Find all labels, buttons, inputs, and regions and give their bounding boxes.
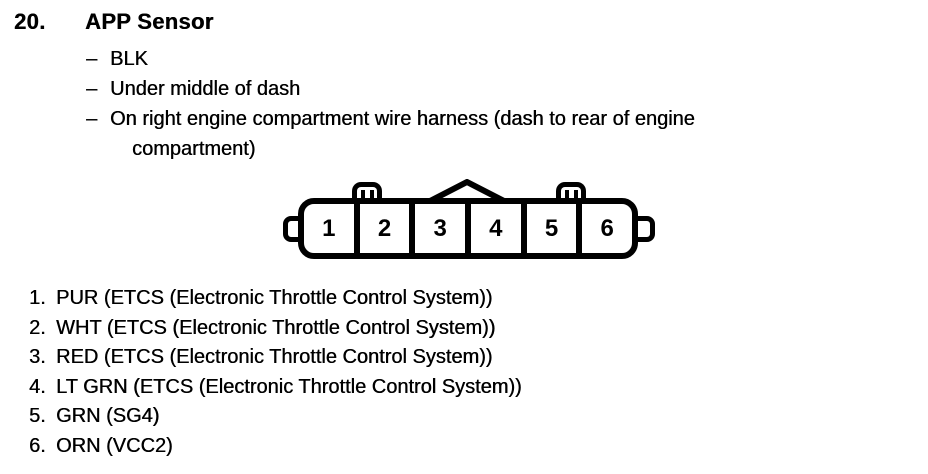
pin-list-number: 1.	[29, 287, 46, 309]
dash-bullet: –	[86, 48, 98, 70]
pin-number: 6	[600, 214, 614, 242]
page-title: APP Sensor	[85, 9, 214, 34]
pin-list: 1. PUR (ETCS (Electronic Throttle Contro…	[29, 284, 522, 461]
pin-list-number: 2.	[29, 316, 46, 339]
pin-list-desc: GRN (SG4)	[56, 405, 160, 427]
connector-diagram: 1 2 3 4 5 6	[0, 175, 928, 275]
pin-list-row: 3. RED (ETCS (Electronic Throttle Contro…	[29, 343, 522, 373]
detail-text: On right engine compartment wire harness…	[110, 108, 695, 160]
pin-list-row: 4. LT GRN (ETCS (Electronic Throttle Con…	[29, 373, 522, 403]
section-heading: 20. APP Sensor	[14, 8, 214, 36]
detail-item: – BLK	[86, 44, 695, 74]
pin-number: 4	[489, 214, 503, 242]
pin-list-desc: ORN (VCC2)	[56, 434, 173, 457]
pin-list-desc: WHT (ETCS (Electronic Throttle Control S…	[56, 316, 496, 339]
pin-list-number: 4.	[29, 375, 46, 398]
pin-list-number: 3.	[29, 346, 46, 368]
connector-pin-cell: 6	[576, 204, 632, 253]
pin-list-number: 6.	[29, 434, 46, 457]
connector-pin-cell: 2	[353, 204, 410, 253]
pin-list-desc: PUR (ETCS (Electronic Throttle Control S…	[56, 287, 493, 309]
dash-bullet: –	[86, 78, 98, 100]
detail-item: – On right engine compartment wire harne…	[86, 104, 695, 164]
connector-pin-cell: 1	[304, 204, 354, 253]
connector-pin-cell: 3	[409, 204, 465, 253]
pin-list-row: 6. ORN (VCC2)	[29, 432, 522, 462]
pin-list-row: 2. WHT (ETCS (Electronic Throttle Contro…	[29, 314, 522, 344]
pin-list-desc: RED (ETCS (Electronic Throttle Control S…	[56, 346, 493, 368]
pin-number: 2	[377, 214, 392, 242]
pin-number: 3	[433, 214, 447, 242]
connector-body: 1 2 3 4 5 6	[298, 198, 638, 259]
pin-number: 5	[544, 214, 559, 242]
pin-list-desc: LT GRN (ETCS (Electronic Throttle Contro…	[56, 375, 522, 398]
connector-pin-cell: 4	[465, 204, 521, 253]
pin-list-number: 5.	[29, 405, 46, 427]
detail-list: – BLK – Under middle of dash – On right …	[86, 44, 695, 164]
pin-list-row: 1. PUR (ETCS (Electronic Throttle Contro…	[29, 284, 522, 314]
dash-bullet: –	[86, 108, 98, 130]
detail-text: BLK	[110, 48, 148, 70]
connector-pin-cell: 5	[520, 204, 577, 253]
detail-text: Under middle of dash	[110, 78, 301, 100]
pin-list-row: 5. GRN (SG4)	[29, 402, 522, 432]
connector-key-triangle-icon	[429, 179, 505, 203]
pin-number: 1	[322, 214, 336, 242]
section-number: 20.	[14, 9, 46, 34]
detail-item: – Under middle of dash	[86, 74, 695, 104]
